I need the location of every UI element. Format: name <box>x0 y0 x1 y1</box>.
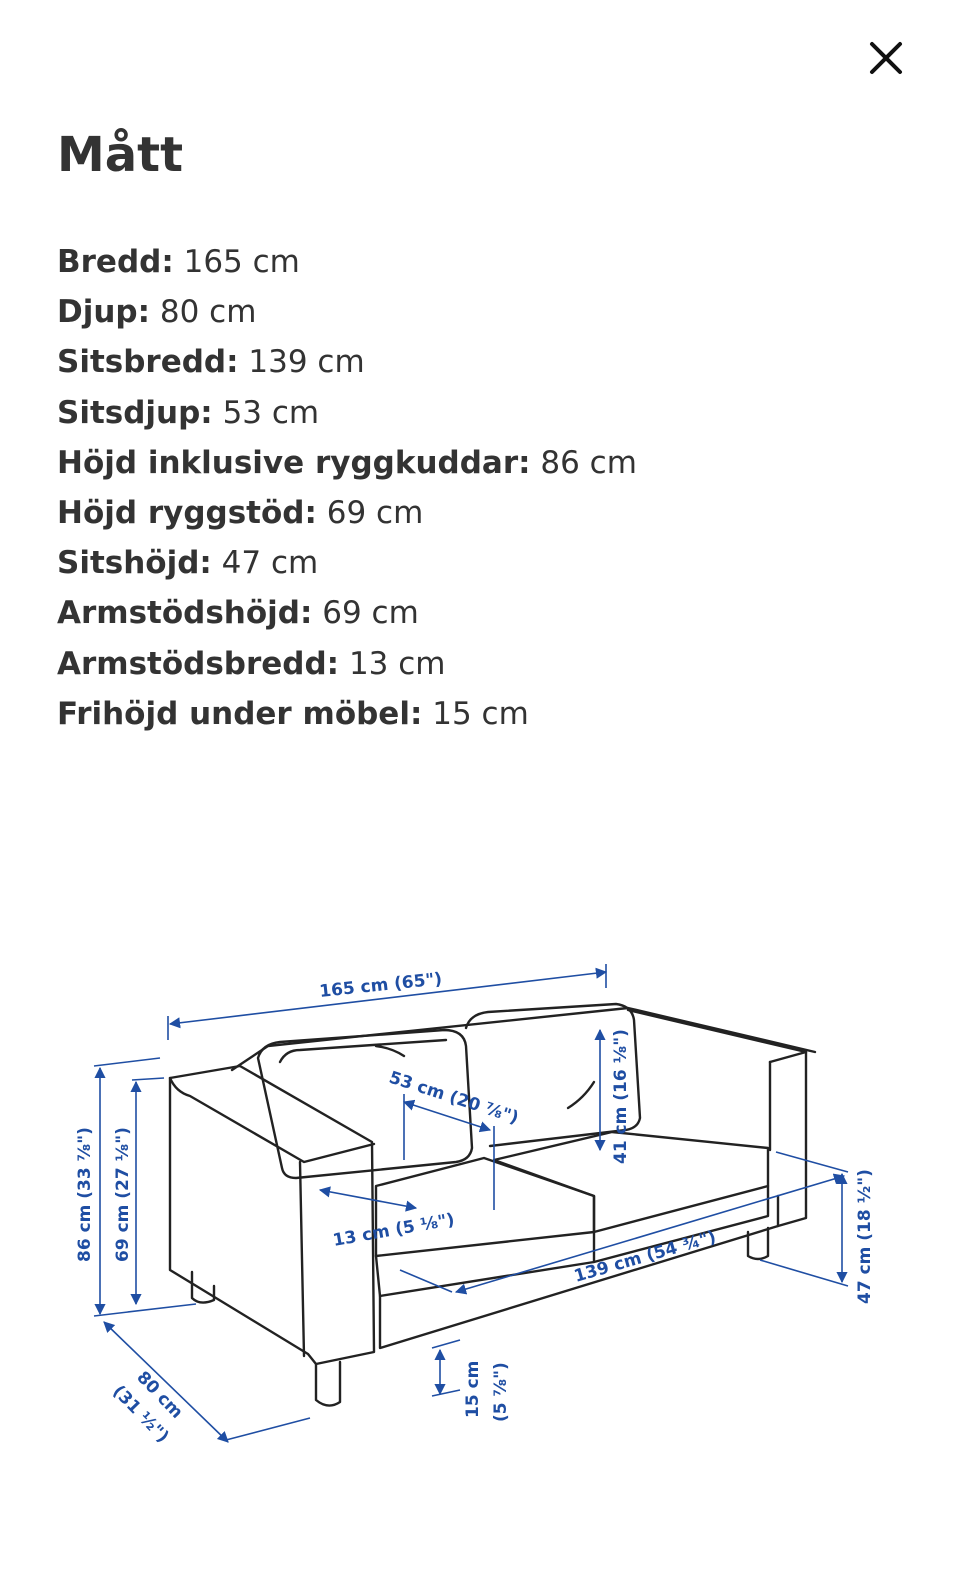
label-seat-height: 47 cm (18 ½") <box>855 1169 875 1304</box>
dimension-row-seat-depth: Sitsdjup: 53 cm <box>57 391 917 441</box>
dimension-value: 15 cm <box>432 695 529 732</box>
dimension-label: Armstödshöjd: <box>57 595 313 632</box>
dimensions-list: Bredd: 165 cm Djup: 80 cm Sitsbredd: 139… <box>57 240 917 742</box>
dimension-label: Sitsdjup: <box>57 394 213 431</box>
dimension-value: 13 cm <box>348 645 446 682</box>
dimension-lines <box>93 964 849 1443</box>
dimension-label: Höjd inklusive ryggkuddar: <box>57 444 531 481</box>
dimension-value: 80 cm <box>159 294 257 331</box>
page-title: Mått <box>57 127 184 183</box>
dimension-row-backrest-height: Höjd ryggstöd: 69 cm <box>57 491 917 541</box>
dimension-label: Sitsbredd: <box>57 344 239 381</box>
label-clearance-cm: 15 cm <box>463 1361 483 1418</box>
dimension-row-seat-height: Sitshöjd: 47 cm <box>57 541 917 591</box>
label-width: 165 cm (65") <box>318 969 443 1002</box>
dimension-row-armrest-width: Armstödsbredd: 13 cm <box>57 642 917 692</box>
dimension-row-seat-width: Sitsbredd: 139 cm <box>57 340 917 390</box>
label-arm-width: 13 cm (5 ⅛") <box>331 1210 456 1251</box>
dimension-row-height-incl-cushions: Höjd inklusive ryggkuddar: 86 cm <box>57 441 917 491</box>
dimension-value: 139 cm <box>248 344 365 381</box>
sofa-drawing <box>168 1002 817 1407</box>
dimension-label: Höjd ryggstöd: <box>57 494 317 531</box>
dimension-row-depth: Djup: 80 cm <box>57 290 917 340</box>
dimension-row-armrest-height: Armstödshöjd: 69 cm <box>57 591 917 641</box>
label-height-total: 86 cm (33 ⅞") <box>75 1127 95 1262</box>
dimension-value: 165 cm <box>183 244 300 280</box>
close-icon <box>870 42 902 74</box>
dimension-value: 53 cm <box>222 394 320 431</box>
dimension-row-width: Bredd: 165 cm <box>57 240 917 290</box>
dimension-row-clearance: Frihöjd under möbel: 15 cm <box>57 692 917 742</box>
dimension-label: Bredd: <box>57 244 174 280</box>
dimension-label: Frihöjd under möbel: <box>57 695 423 732</box>
dimension-label: Djup: <box>57 294 151 331</box>
sofa-diagram-svg: 165 cm (65") 53 cm (20 ⅞") 41 cm (16 ⅛")… <box>75 964 875 1447</box>
dimension-value: 47 cm <box>221 545 319 582</box>
label-seat-depth: 53 cm (20 ⅞") <box>386 1068 520 1129</box>
sofa-dimension-diagram: 165 cm (65") 53 cm (20 ⅞") 41 cm (16 ⅛")… <box>60 940 900 1500</box>
label-height-back: 69 cm (27 ⅛") <box>113 1127 133 1262</box>
dimension-value: 69 cm <box>326 494 424 531</box>
dimension-label: Armstödsbredd: <box>57 645 340 682</box>
dimension-value: 86 cm <box>540 444 637 481</box>
label-clearance-in: (5 ⅞") <box>491 1362 511 1422</box>
dimension-value: 69 cm <box>322 595 419 632</box>
close-button[interactable] <box>864 36 908 80</box>
label-back-cushion: 41 cm (16 ⅛") <box>611 1029 631 1164</box>
dimension-label: Sitshöjd: <box>57 545 212 582</box>
